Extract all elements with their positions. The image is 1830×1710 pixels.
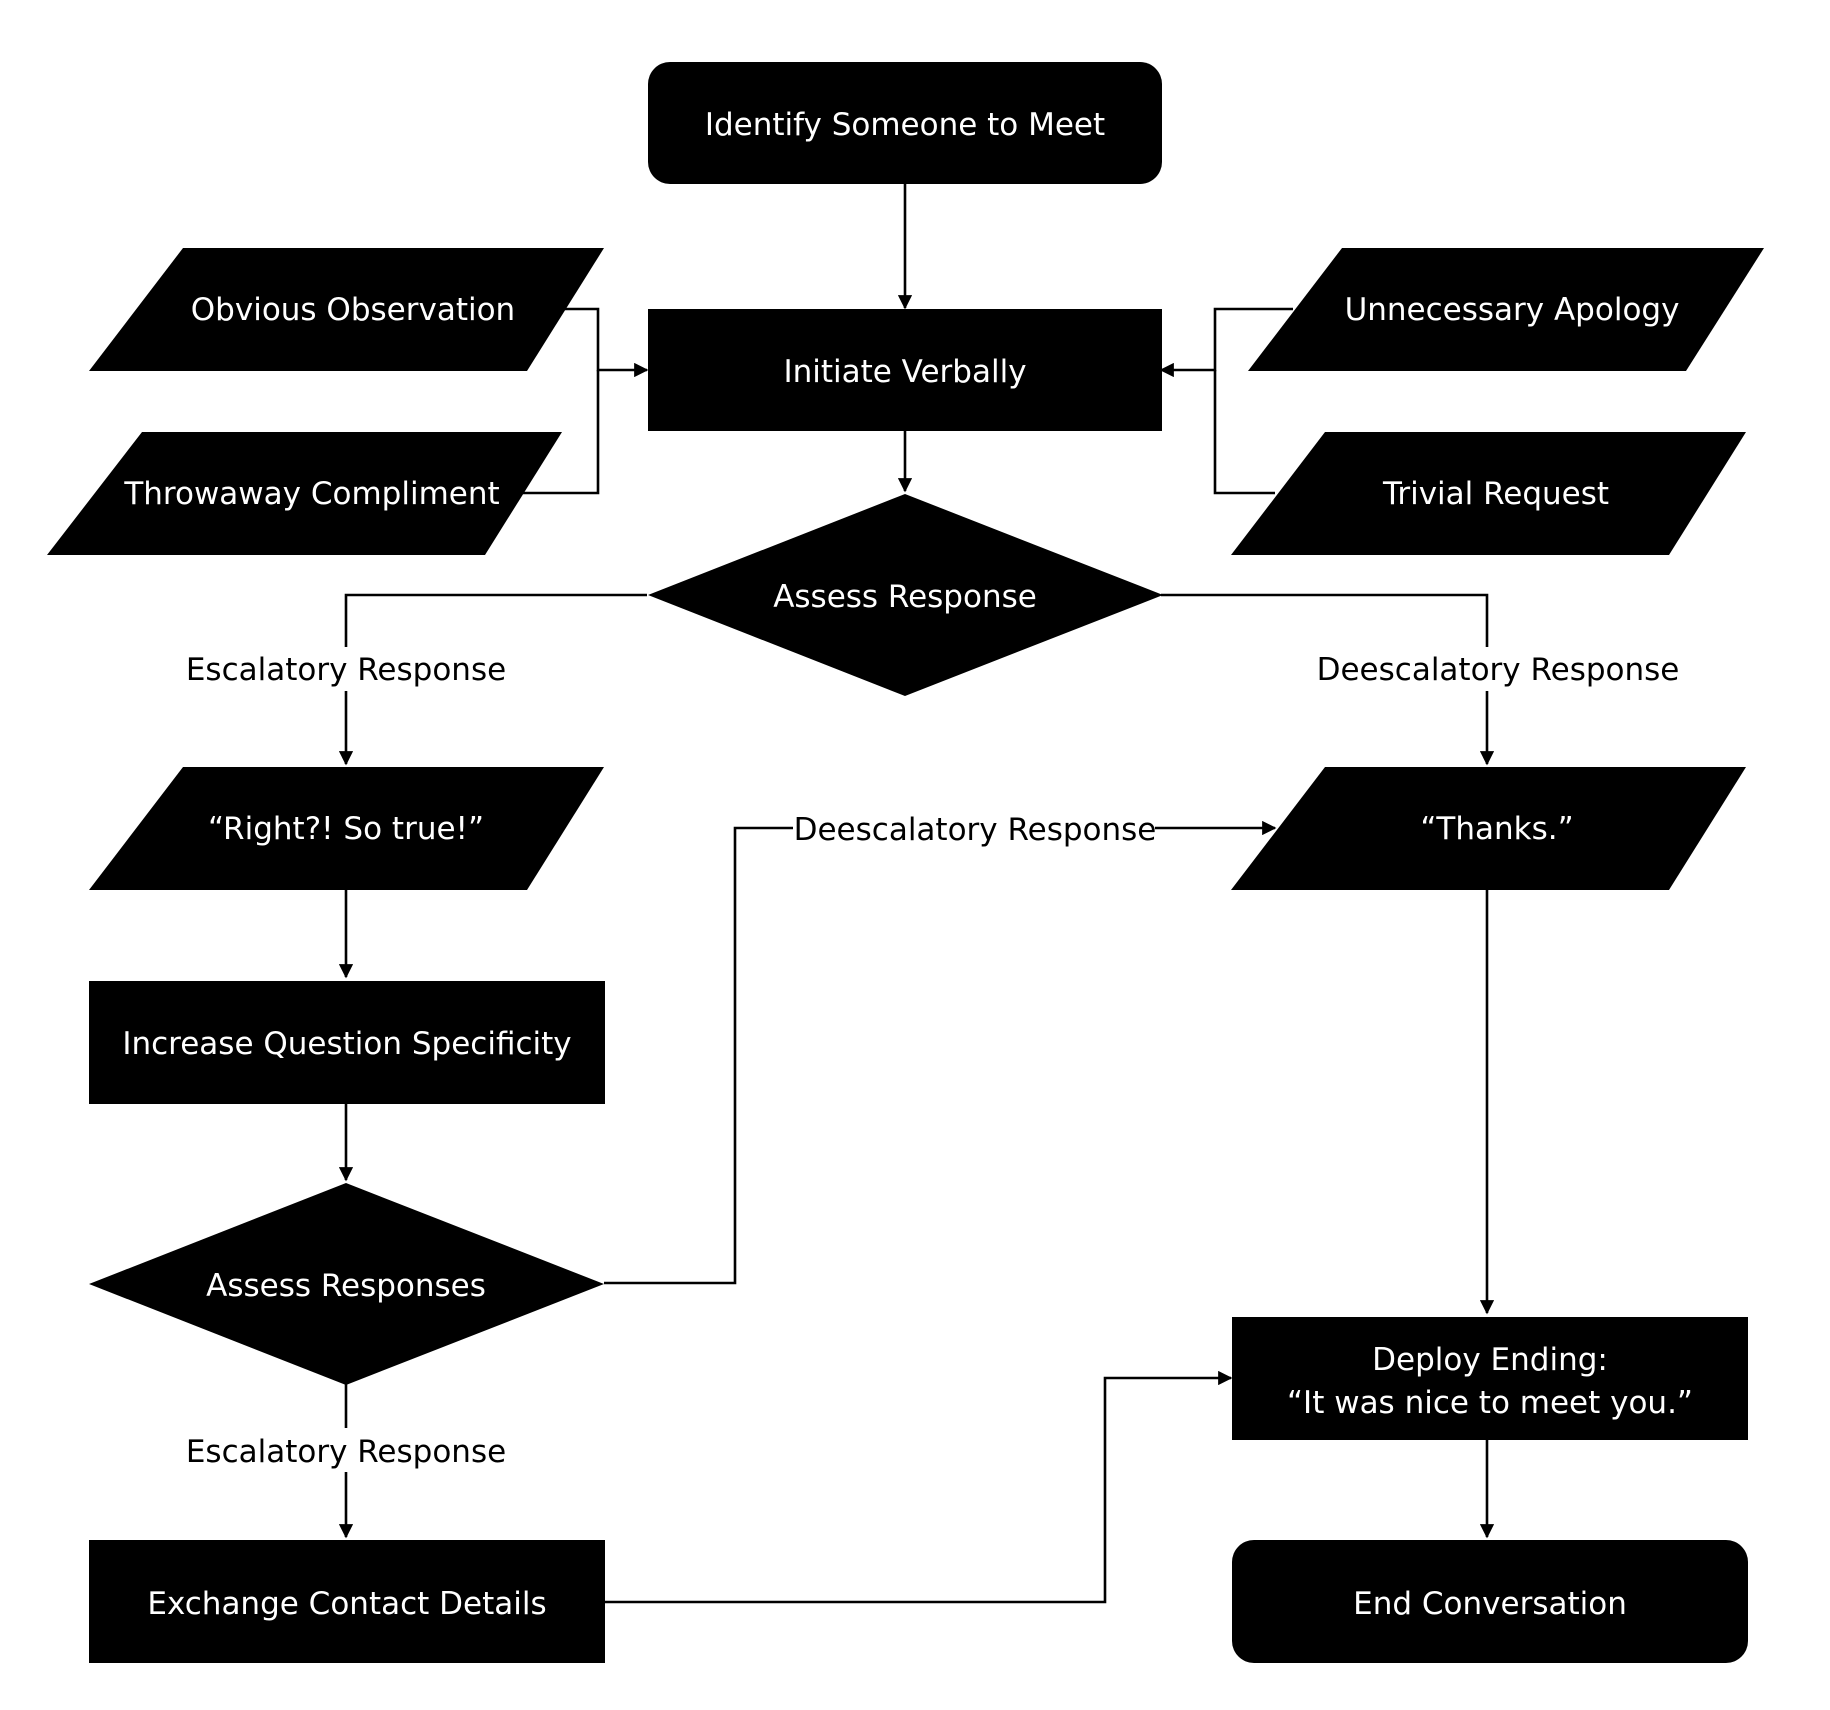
edge-label-escalatory-bottom: Escalatory Response <box>180 1428 512 1472</box>
node-identify-someone-label: Identify Someone to Meet <box>705 107 1105 143</box>
node-exchange-contact-label: Exchange Contact Details <box>147 1586 546 1622</box>
edge-label-deescalatory-middle: Deescalatory Response <box>793 806 1156 850</box>
edge-label-deescalatory-right: Deescalatory Response <box>1307 647 1679 691</box>
edge-assess-responses-to-thanks <box>604 820 1277 1285</box>
node-assess-response-label: Assess Response <box>773 579 1037 615</box>
node-assess-responses: Assess Responses <box>89 1183 604 1385</box>
node-deploy-ending-line2: “It was nice to meet you.” <box>1287 1385 1693 1421</box>
node-initiate-verbally: Initiate Verbally <box>648 309 1162 431</box>
node-obvious-observation: Obvious Observation <box>89 248 604 371</box>
edge-label-escalatory-top: Escalatory Response <box>180 647 512 691</box>
node-throwaway-compliment: Throwaway Compliment <box>47 432 562 555</box>
node-obvious-observation-label: Obvious Observation <box>191 292 515 328</box>
node-trivial-request: Trivial Request <box>1231 432 1746 555</box>
node-end-conversation: End Conversation <box>1232 1540 1748 1663</box>
edge-label-escalatory-top-text: Escalatory Response <box>186 652 506 688</box>
edges <box>338 184 1495 1604</box>
edge-labels: Escalatory Response Deescalatory Respons… <box>180 647 1679 1472</box>
edge-apology-to-initiate <box>1159 307 1293 378</box>
node-deploy-ending-line1: Deploy Ending: <box>1372 1342 1608 1378</box>
edge-obvious-to-initiate <box>565 307 649 378</box>
node-unnecessary-apology: Unnecessary Apology <box>1248 248 1764 371</box>
node-increase-specificity-label: Increase Question Specificity <box>122 1026 571 1062</box>
edge-label-escalatory-bottom-text: Escalatory Response <box>186 1434 506 1470</box>
node-throwaway-compliment-label: Throwaway Compliment <box>123 476 499 512</box>
node-identify-someone: Identify Someone to Meet <box>648 62 1162 184</box>
node-thanks-label: “Thanks.” <box>1420 811 1573 847</box>
node-trivial-request-label: Trivial Request <box>1382 476 1609 512</box>
edge-assess-to-right <box>338 593 647 766</box>
node-assess-response: Assess Response <box>648 494 1163 696</box>
node-end-conversation-label: End Conversation <box>1353 1586 1627 1622</box>
node-unnecessary-apology-label: Unnecessary Apology <box>1345 292 1680 328</box>
edge-exchange-to-deploy <box>604 1370 1233 1604</box>
edge-label-deescalatory-right-text: Deescalatory Response <box>1317 652 1680 688</box>
edge-label-deescalatory-middle-text: Deescalatory Response <box>794 812 1157 848</box>
node-deploy-ending: Deploy Ending: “It was nice to meet you.… <box>1232 1317 1748 1440</box>
node-assess-responses-label: Assess Responses <box>206 1268 486 1304</box>
node-exchange-contact: Exchange Contact Details <box>89 1540 605 1663</box>
edge-assess-to-thanks <box>1161 593 1495 766</box>
node-increase-specificity: Increase Question Specificity <box>89 981 605 1104</box>
node-initiate-verbally-label: Initiate Verbally <box>783 354 1026 390</box>
node-right-so-true-label: “Right?! So true!” <box>208 811 484 847</box>
node-right-so-true: “Right?! So true!” <box>89 767 604 890</box>
node-thanks: “Thanks.” <box>1231 767 1746 890</box>
edge-compliment-to-initiate <box>523 370 600 495</box>
nodes: Identify Someone to Meet Initiate Verbal… <box>47 62 1764 1663</box>
edge-request-to-initiate <box>1213 370 1275 495</box>
